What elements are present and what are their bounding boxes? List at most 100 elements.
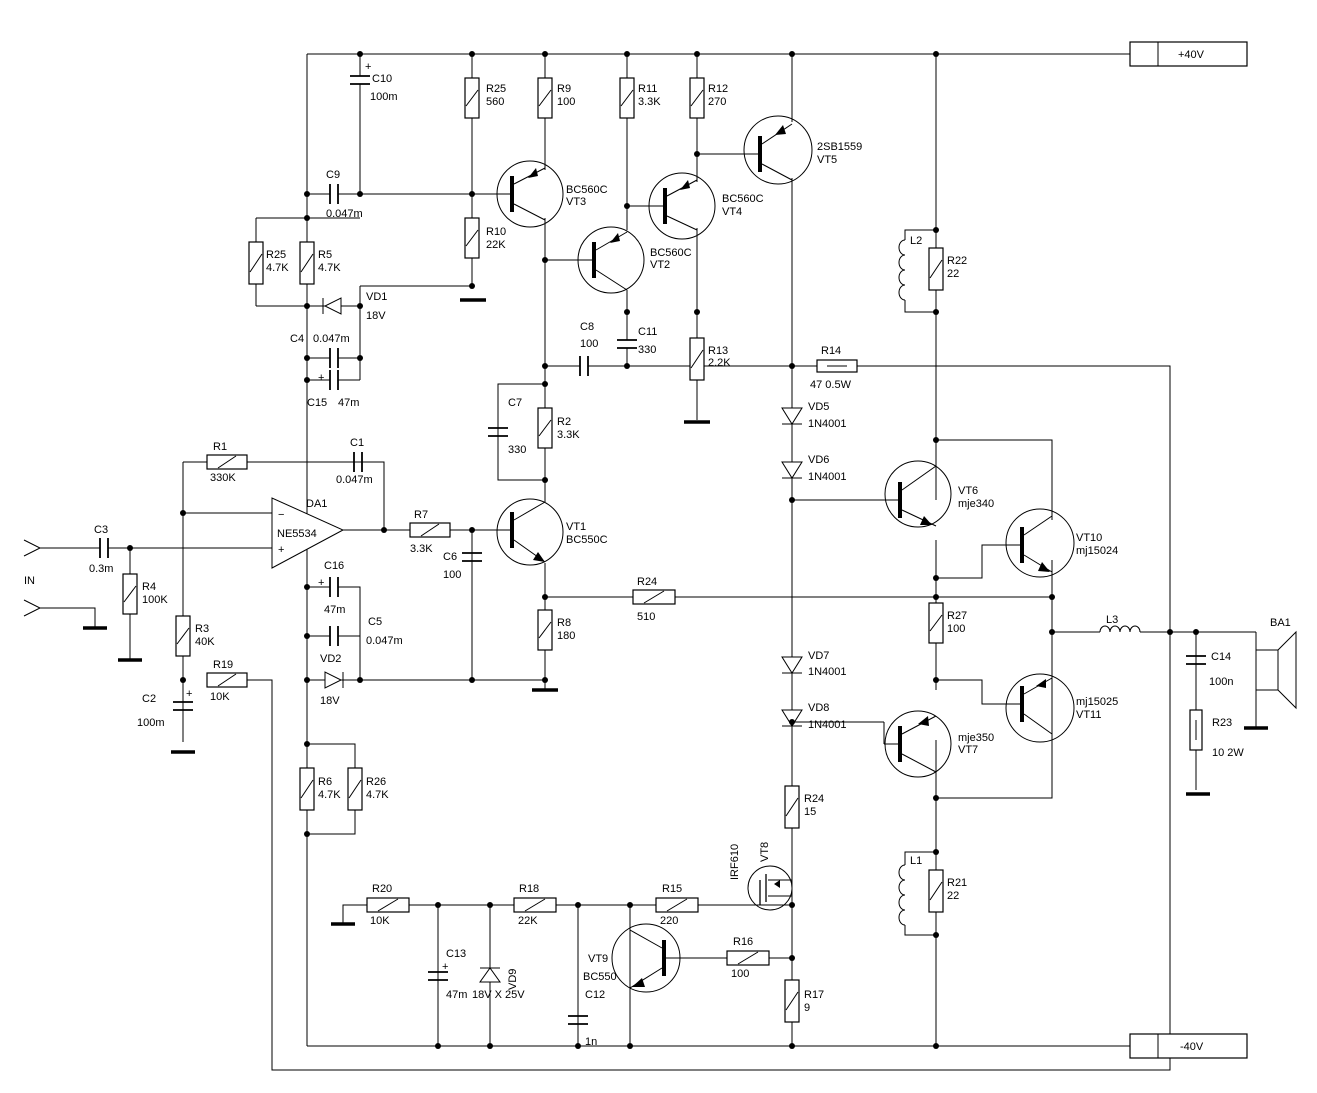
svg-text:1N4001: 1N4001 [808, 719, 847, 731]
svg-text:22K: 22K [518, 915, 538, 927]
vt8-mosfet: IRF610 VT8 [729, 842, 793, 911]
svg-text:L1: L1 [910, 855, 922, 867]
svg-text:VT1: VT1 [566, 521, 586, 533]
svg-text:R18: R18 [519, 883, 539, 895]
svg-text:220: 220 [660, 915, 678, 927]
svg-text:100: 100 [443, 569, 461, 581]
r25a-val: 560 [486, 96, 504, 108]
opamp-da1: DA1 NE5534 − + [271, 497, 345, 569]
svg-text:C8: C8 [580, 321, 594, 333]
svg-text:BC560C: BC560C [566, 184, 608, 196]
svg-text:R26: R26 [366, 776, 386, 788]
wires [40, 53, 1256, 1071]
svg-text:R23: R23 [1212, 717, 1232, 729]
svg-text:10K: 10K [370, 915, 390, 927]
svg-text:0.047m: 0.047m [326, 208, 363, 220]
svg-text:R24: R24 [637, 576, 657, 588]
svg-text:1n: 1n [585, 1036, 597, 1048]
svg-text:VT3: VT3 [566, 196, 586, 208]
resistor-r15: R15 220 [655, 883, 699, 927]
svg-text:+: + [186, 688, 192, 700]
svg-text:3.3K: 3.3K [638, 96, 661, 108]
svg-text:1N4001: 1N4001 [808, 418, 847, 430]
svg-text:C10: C10 [372, 73, 392, 85]
svg-text:R13: R13 [708, 345, 728, 357]
svg-text:270: 270 [708, 96, 726, 108]
svg-text:C4: C4 [290, 333, 304, 345]
svg-text:3.3K: 3.3K [557, 429, 580, 441]
svg-text:VT11: VT11 [1076, 709, 1101, 721]
svg-text:R1: R1 [213, 441, 227, 453]
svg-text:330K: 330K [210, 472, 236, 484]
svg-text:VT6: VT6 [958, 485, 978, 497]
svg-text:100m: 100m [137, 717, 165, 729]
svg-text:mje340: mje340 [958, 498, 994, 510]
svg-text:BC560C: BC560C [650, 247, 692, 259]
svg-text:L3: L3 [1106, 614, 1118, 626]
svg-text:VD8: VD8 [808, 702, 829, 714]
svg-text:VD7: VD7 [808, 650, 829, 662]
svg-text:R16: R16 [733, 936, 753, 948]
inductor-l3: L3 [1099, 614, 1141, 633]
svg-text:-40V: -40V [1180, 1041, 1204, 1053]
svg-text:C12: C12 [585, 989, 605, 1001]
svg-text:BC550: BC550 [583, 971, 617, 983]
svg-text:VT2: VT2 [650, 259, 670, 271]
svg-text:R8: R8 [557, 617, 571, 629]
svg-text:C16: C16 [324, 560, 344, 572]
svg-text:C13: C13 [446, 948, 466, 960]
svg-text:2SB1559: 2SB1559 [817, 141, 862, 153]
svg-text:R17: R17 [804, 989, 824, 1001]
svg-text:100m: 100m [370, 91, 398, 103]
svg-text:BC560C: BC560C [722, 193, 764, 205]
svg-text:R15: R15 [662, 883, 682, 895]
svg-text:+: + [318, 577, 324, 589]
svg-text:R22: R22 [947, 255, 967, 267]
resistor-r18: R18 22K [513, 883, 557, 927]
svg-text:R19: R19 [213, 659, 233, 671]
svg-text:C11: C11 [638, 326, 657, 338]
svg-text:VT4: VT4 [722, 206, 742, 218]
svg-text:R5: R5 [318, 249, 332, 261]
svg-text:VD5: VD5 [808, 401, 829, 413]
terminal-neg40v: -40V [1129, 1033, 1248, 1059]
svg-text:C14: C14 [1211, 651, 1231, 663]
svg-text:R12: R12 [708, 83, 728, 95]
svg-text:R3: R3 [195, 623, 209, 635]
diode-vd8: VD8 1N4001 [781, 702, 847, 731]
resistor-r5: R54.7K [299, 241, 341, 285]
svg-text:VD6: VD6 [808, 454, 829, 466]
svg-text:0.3m: 0.3m [89, 563, 113, 575]
inductor-l2: L2 [898, 235, 922, 301]
svg-text:1N4001: 1N4001 [808, 666, 847, 678]
svg-text:100: 100 [731, 968, 749, 980]
svg-text:22K: 22K [486, 239, 506, 251]
svg-text:47 0.5W: 47 0.5W [810, 379, 852, 391]
svg-text:0.047m: 0.047m [313, 333, 350, 345]
